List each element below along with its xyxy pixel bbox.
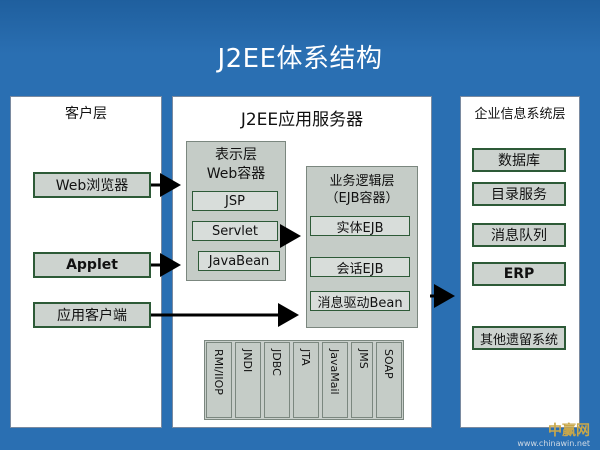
- servlet-box: Servlet: [192, 221, 278, 241]
- legacy-systems-box: 其他遗留系统: [472, 326, 566, 350]
- watermark-logo: 中赢网: [548, 423, 590, 439]
- watermark-url: www.chinawin.net: [517, 439, 590, 448]
- applet-box: Applet: [33, 252, 151, 278]
- mdb-box: 消息驱动Bean: [310, 291, 410, 311]
- service-label: JMS: [357, 349, 370, 369]
- database-box: 数据库: [472, 148, 566, 172]
- erp-box: ERP: [472, 262, 566, 286]
- service-jms: JMS: [351, 342, 373, 418]
- service-label: SOAP: [382, 349, 395, 379]
- business-title-2: （EJB容器）: [325, 191, 399, 206]
- service-jta: JTA: [293, 342, 319, 418]
- service-label: JTA: [299, 349, 312, 366]
- presentation-title-1: 表示层: [215, 147, 257, 163]
- service-soap: SOAP: [376, 342, 402, 418]
- session-ejb-box: 会话EJB: [310, 257, 410, 277]
- service-javamail: JavaMail: [322, 342, 348, 418]
- javabean-box: JavaBean: [198, 251, 280, 271]
- service-label: JNDI: [241, 349, 254, 373]
- server-title: J2EE应用服务器: [240, 110, 364, 130]
- enterprise-tier-title: 企业信息系统层: [474, 107, 566, 122]
- entity-ejb-box: 实体EJB: [310, 216, 410, 236]
- presentation-title-2: Web容器: [206, 166, 266, 182]
- jsp-box: JSP: [192, 191, 278, 211]
- business-title-1: 业务逻辑层: [329, 174, 395, 189]
- diagram-title: J2EE体系结构: [217, 44, 383, 74]
- app-client-box: 应用客户端: [33, 302, 151, 328]
- client-tier-title: 客户层: [65, 106, 107, 122]
- directory-service-box: 目录服务: [472, 182, 566, 206]
- message-queue-box: 消息队列: [472, 223, 566, 247]
- service-label: JavaMail: [328, 349, 341, 395]
- service-label: RMI/IIOP: [212, 349, 225, 395]
- service-jdbc: JDBC: [264, 342, 290, 418]
- service-label: JDBC: [270, 349, 283, 376]
- service-jndi: JNDI: [235, 342, 261, 418]
- service-rmi-iiop: RMI/IIOP: [206, 342, 232, 418]
- web-browser-box: Web浏览器: [33, 172, 151, 198]
